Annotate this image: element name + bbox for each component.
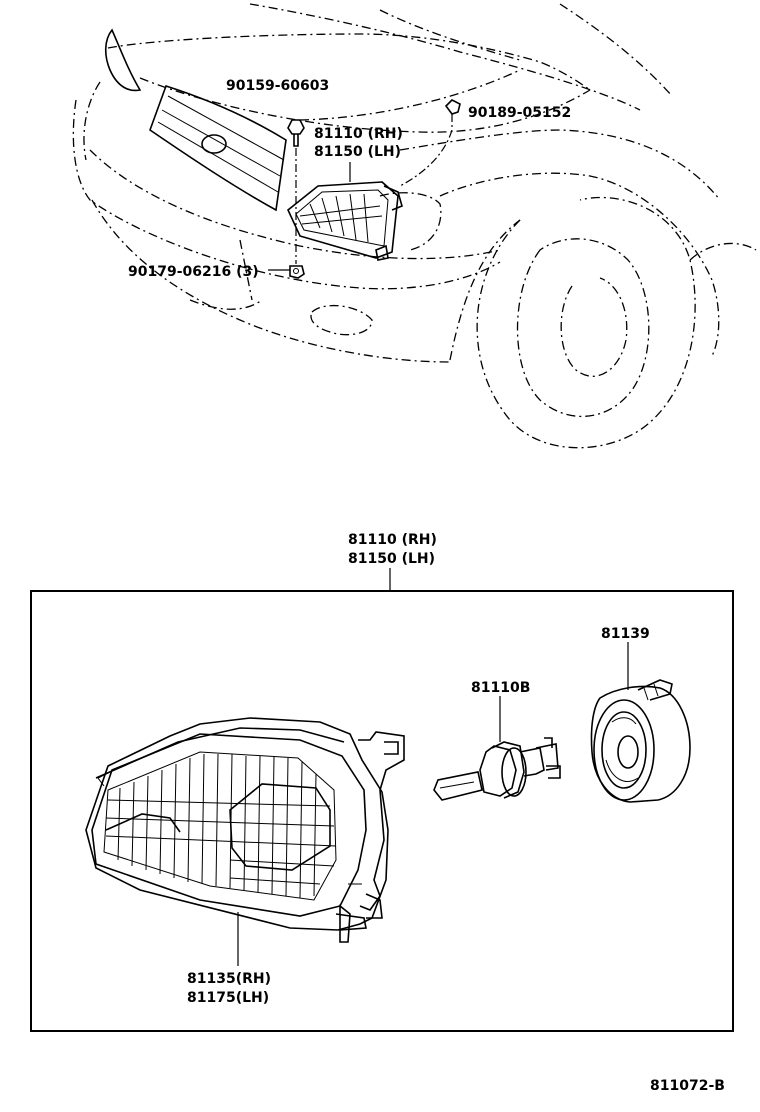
callout-lens-rh: 81135(RH) bbox=[187, 971, 271, 987]
callout-assy-lh-box: 81150 (LH) bbox=[348, 551, 435, 567]
headlamp-installed bbox=[287, 181, 403, 261]
callout-bolt-top: 90159-60603 bbox=[226, 78, 329, 94]
nut-icon bbox=[289, 265, 305, 279]
callout-lens-lh: 81175(LH) bbox=[187, 990, 269, 1006]
callout-nut: 90179-06216 (3) bbox=[128, 264, 259, 280]
bolt-icon bbox=[287, 119, 305, 264]
socket-cover-icon bbox=[590, 679, 691, 803]
callout-clip: 90189-05152 bbox=[468, 105, 571, 121]
exploded-view-frame bbox=[30, 590, 734, 1032]
callout-bulb: 81110B bbox=[471, 680, 530, 696]
callout-assy-rh-top: 81110 (RH) bbox=[314, 126, 403, 142]
callout-socket-cover: 81139 bbox=[601, 626, 650, 642]
bulb-icon bbox=[433, 737, 561, 801]
clip-icon bbox=[399, 99, 461, 187]
headlamp-lens-housing bbox=[85, 717, 405, 943]
figure-number: 811072-B bbox=[650, 1078, 725, 1094]
callout-assy-lh-top: 81150 (LH) bbox=[314, 144, 401, 160]
callout-assy-rh-box: 81110 (RH) bbox=[348, 532, 437, 548]
vehicle-front-outline bbox=[72, 3, 757, 449]
